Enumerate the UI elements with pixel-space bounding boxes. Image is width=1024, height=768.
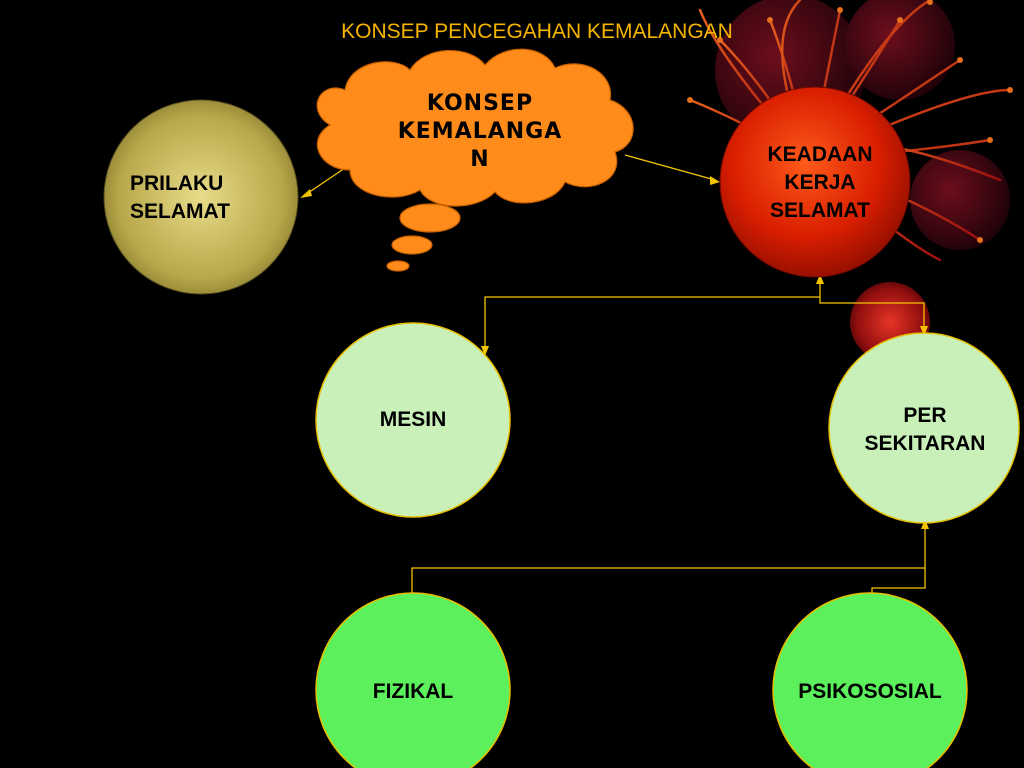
keadaan-label: KEADAAN KERJA SELAMAT — [767, 142, 873, 222]
prilaku-label: PRILAKU SELAMAT — [130, 172, 230, 223]
fizikal-circle — [315, 592, 511, 768]
connector-cloud-keadaan — [624, 154, 716, 181]
arrowhead — [816, 274, 824, 284]
connector-keadaan-branch — [819, 280, 925, 330]
psikososial-label: PSIKOSOSIAL — [798, 680, 942, 703]
arrowhead — [921, 519, 929, 529]
thought-cloud — [316, 48, 634, 272]
mesin-circle — [315, 322, 511, 518]
decor-dark-circle — [845, 0, 955, 100]
connector-cloud-prilaku — [304, 167, 346, 196]
cloud-shape — [316, 48, 634, 207]
arrowhead — [920, 326, 928, 336]
arrowhead — [300, 189, 312, 198]
persekitaran-circle — [828, 332, 1020, 524]
mesin-label: MESIN — [379, 408, 447, 431]
connectors — [304, 154, 926, 622]
persekitaran-label: PER SEKITARAN — [864, 404, 986, 455]
keadaan-circle — [719, 86, 911, 278]
cloud-label: KONSEP KEMALANGA N — [397, 91, 563, 172]
connector-persekitaran-branch — [411, 525, 926, 615]
psikososial-circle — [772, 592, 968, 768]
cloud-bubble-small — [386, 260, 410, 272]
slide-title: KONSEP PENCEGAHAN KEMALANGAN — [341, 20, 733, 43]
connector-keadaan-mesin — [484, 296, 820, 350]
prilaku-circle — [103, 99, 299, 295]
fizikal-label: FIZIKAL — [372, 680, 454, 703]
arrowhead — [710, 176, 720, 185]
arrowhead — [481, 346, 489, 356]
cloud-bubble-medium — [391, 235, 433, 255]
cloud-bubble-large — [399, 203, 461, 233]
